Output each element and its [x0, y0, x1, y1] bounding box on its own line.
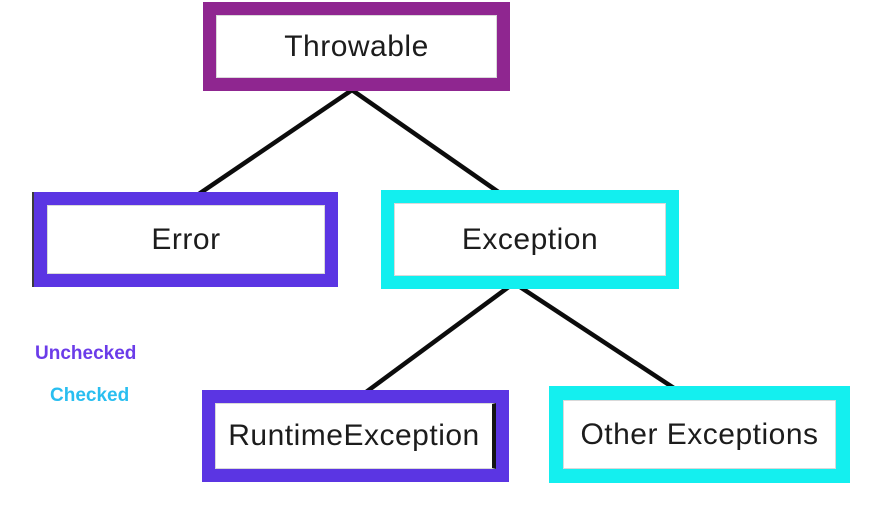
- node-other-exceptions-label: Other Exceptions: [580, 417, 819, 451]
- node-exception-label: Exception: [461, 222, 599, 256]
- node-error-inner: Error: [47, 205, 325, 274]
- node-runtime-exception-label: RuntimeException: [228, 419, 480, 452]
- node-throwable: Throwable: [203, 2, 510, 91]
- node-error: Error: [34, 192, 338, 287]
- edge-exception-runtime: [356, 281, 516, 400]
- node-runtime-exception-inner: RuntimeException: [215, 403, 496, 469]
- node-error-label: Error: [151, 222, 221, 256]
- legend-unchecked-label: Unchecked: [35, 343, 137, 364]
- node-exception-inner: Exception: [394, 203, 666, 276]
- node-other-exceptions: Other Exceptions: [549, 386, 850, 483]
- node-throwable-inner: Throwable: [216, 15, 497, 78]
- node-runtime-exception: RuntimeException: [202, 390, 509, 482]
- edge-throwable-error: [188, 88, 354, 202]
- node-exception: Exception: [381, 190, 679, 289]
- edge-exception-other: [512, 281, 688, 398]
- edge-throwable-exception: [350, 88, 509, 200]
- legend-checked-label: Checked: [50, 385, 130, 406]
- node-throwable-label: Throwable: [284, 29, 429, 63]
- node-other-exceptions-inner: Other Exceptions: [563, 400, 836, 469]
